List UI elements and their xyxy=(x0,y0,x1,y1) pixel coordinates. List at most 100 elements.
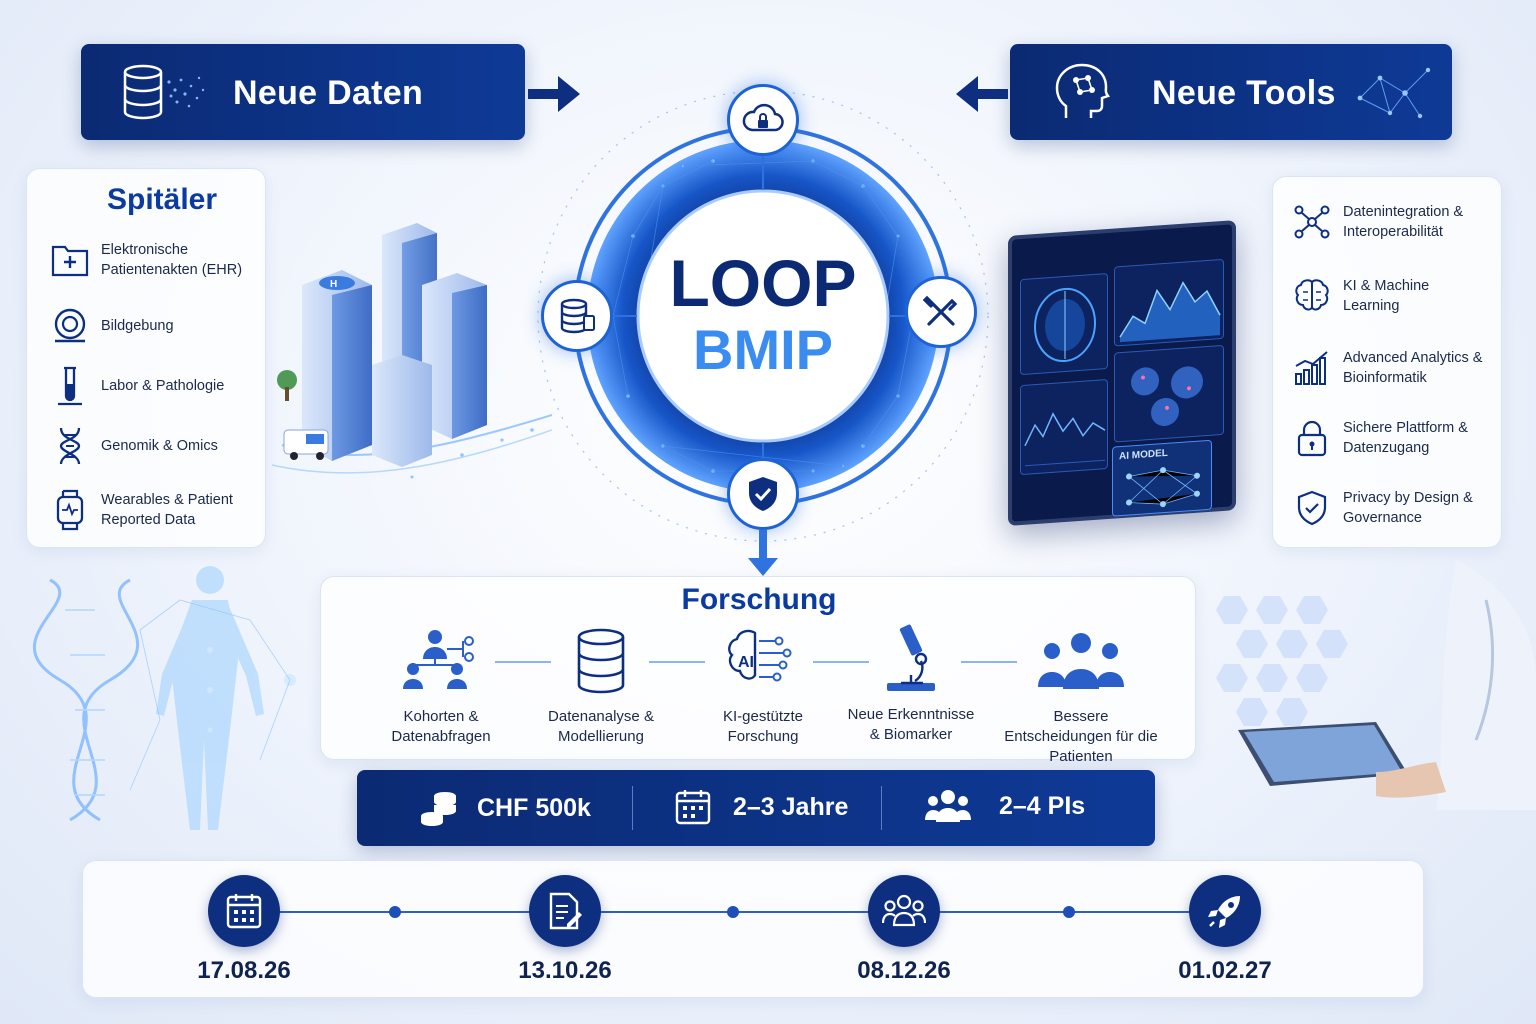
cloud-lock-icon xyxy=(742,103,784,132)
flow-arrow xyxy=(961,661,1017,663)
timeline-dot xyxy=(1063,906,1075,918)
tools-node xyxy=(905,276,977,348)
cluster-tile xyxy=(1114,344,1224,443)
loop-ring-graphic xyxy=(537,90,989,542)
analytics-dashboard-illustration: AI MODEL xyxy=(1008,220,1236,526)
network-decoration-icon xyxy=(1357,67,1431,119)
step-erkenntnisse: Neue Erkenntnisse & Biomarker xyxy=(841,621,981,745)
step-kohorten: Kohorten & Datenabfragen xyxy=(371,627,511,747)
stat-pis: 2–4 PIs xyxy=(925,788,1085,824)
stat-divider xyxy=(632,786,633,830)
line-chart-graphic xyxy=(1024,412,1106,467)
step-label: Bessere Entscheidungen für die Patienten xyxy=(1004,708,1158,765)
list-item-ki: KI & Machine Learning xyxy=(1291,275,1453,317)
wrench-screwdriver-icon xyxy=(922,295,958,326)
flow-arrow xyxy=(495,661,551,663)
area-chart-tile xyxy=(1114,258,1224,347)
neue-daten-banner: Neue Daten xyxy=(81,44,525,140)
hospital-buildings-illustration: H xyxy=(271,223,552,479)
timeline-dot xyxy=(727,906,739,918)
list-item-wearables: Wearables & Patient Reported Data xyxy=(49,489,251,531)
document-edit-icon xyxy=(549,892,582,930)
area-chart-graphic xyxy=(1119,281,1221,343)
network-icon xyxy=(1294,205,1330,239)
milestone-4-node xyxy=(1189,875,1261,947)
coins-icon xyxy=(421,792,456,826)
folder-medical-icon xyxy=(51,245,89,277)
milestone-3-date: 08.12.26 xyxy=(857,957,951,984)
brain-icon xyxy=(1295,279,1329,311)
neural-net-graphic xyxy=(1126,467,1200,508)
shield-icon xyxy=(1297,490,1327,526)
shield-check-icon xyxy=(749,477,777,511)
forschung-panel: Forschung Kohorten & Datenabfragen Daten… xyxy=(320,576,1196,765)
svg-text:H: H xyxy=(330,279,337,290)
neue-daten-title: Neue Daten xyxy=(233,74,424,112)
list-item-label: Privacy by Design & Governance xyxy=(1343,490,1473,526)
bar-chart-icon xyxy=(1295,351,1328,385)
team-icon xyxy=(882,894,926,927)
stat-duration-value: 2–3 Jahre xyxy=(733,792,849,821)
list-item-label: Sichere Plattform & Datenzugang xyxy=(1343,420,1468,456)
database-icon xyxy=(560,298,595,334)
loop-title: LOOP xyxy=(669,246,857,320)
timeline-dot xyxy=(389,906,401,918)
stat-duration: 2–3 Jahre xyxy=(675,788,848,826)
list-item-label: Advanced Analytics & Bioinformatik xyxy=(1343,350,1483,386)
milestone-4-date: 01.02.27 xyxy=(1178,957,1272,984)
step-label: KI-gestützte Forschung xyxy=(722,708,804,745)
brain-scan-icon xyxy=(1034,287,1096,363)
doctor-with-tablet-illustration xyxy=(1238,560,1536,810)
ai-brain-icon: AI xyxy=(728,629,792,682)
milestone-2-node xyxy=(529,875,601,947)
step-datenanalyse: Datenanalyse & Modellierung xyxy=(531,627,671,747)
arrow-left-icon xyxy=(956,76,1008,112)
neue-tools-title: Neue Tools xyxy=(1152,74,1336,112)
mri-scanner-icon xyxy=(54,308,86,343)
list-item-label: Datenintegration & Interoperabilität xyxy=(1343,204,1464,240)
arrow-right-icon xyxy=(528,76,580,112)
tools-panel: Datenintegration & Interoperabilität KI … xyxy=(1272,176,1502,548)
flow-arrow xyxy=(649,661,705,663)
step-entscheidungen: Bessere Entscheidungen für die Patienten xyxy=(1001,627,1161,767)
spitaeler-panel: Spitäler Elektronische Patientenakten (E… xyxy=(26,168,266,548)
list-item-ehr: Elektronische Patientenakten (EHR) xyxy=(49,239,261,281)
test-tube-icon xyxy=(58,366,82,406)
human-body-dna-illustration xyxy=(33,566,296,830)
smartwatch-icon xyxy=(56,489,84,531)
list-item-labor: Labor & Pathologie xyxy=(49,365,224,407)
flow-arrow xyxy=(813,661,869,663)
list-item-label: Elektronische Patientenakten (EHR) xyxy=(101,242,243,278)
calendar-icon xyxy=(226,894,262,929)
list-item-label: Bildgebung xyxy=(101,318,174,334)
stat-budget-value: CHF 500k xyxy=(477,793,591,822)
neue-tools-banner: Neue Tools xyxy=(1010,44,1452,140)
list-item-label: Wearables & Patient Reported Data xyxy=(101,492,233,528)
list-item-label: Genomik & Omics xyxy=(101,438,218,454)
cohort-icon xyxy=(403,630,474,689)
stat-budget: CHF 500k xyxy=(419,788,591,828)
step-label: Datenanalyse & Modellierung xyxy=(548,708,654,745)
milestone-3-node xyxy=(868,875,940,947)
bmip-title: BMIP xyxy=(693,318,833,381)
arrow-down-icon xyxy=(748,530,778,576)
database-node xyxy=(541,280,613,352)
microscope-icon xyxy=(887,624,935,691)
patients-group-icon xyxy=(1038,633,1124,689)
dna-icon xyxy=(59,427,81,465)
ai-head-icon xyxy=(1055,63,1111,118)
step-ki-forschung: AI KI-gestützte Forschung xyxy=(693,627,833,747)
rocket-icon xyxy=(1208,896,1240,928)
list-item-genomik: Genomik & Omics xyxy=(49,425,218,467)
line-chart-tile xyxy=(1020,378,1108,476)
cluster-scatter-graphic xyxy=(1131,366,1203,427)
lock-icon xyxy=(1297,420,1327,457)
timeline-panel: 17.08.26 13.10.26 08.12.26 01.02.27 xyxy=(82,860,1424,998)
spitaeler-title: Spitäler xyxy=(107,183,218,216)
milestone-1-date: 17.08.26 xyxy=(197,957,291,984)
hexagon-medical-grid xyxy=(1216,596,1348,726)
list-item-label: Labor & Pathologie xyxy=(101,378,225,394)
list-item-bildgebung: Bildgebung xyxy=(49,305,174,347)
step-label: Kohorten & Datenabfragen xyxy=(391,708,491,745)
stats-bar: CHF 500k 2–3 Jahre 2–4 PIs xyxy=(357,770,1155,846)
